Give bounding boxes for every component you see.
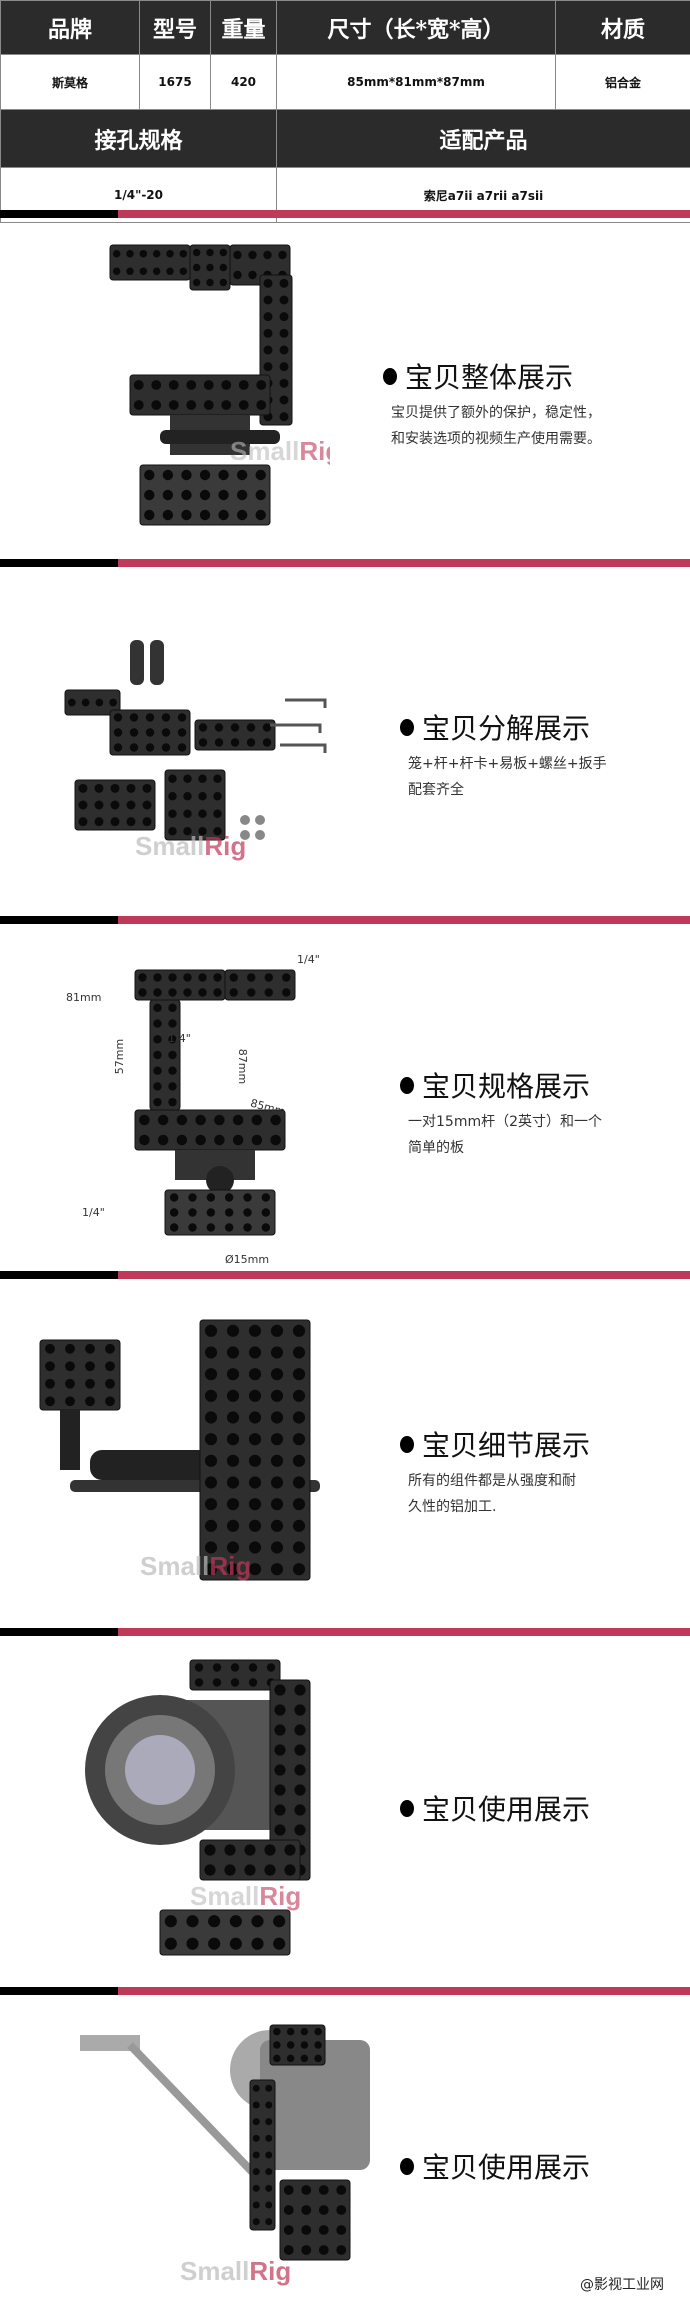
product-image-detail: SmallRig <box>30 1300 360 1610</box>
product-image-overall: SmallRig <box>100 235 330 545</box>
spec-table: 品牌 型号 重量 尺寸（长*宽*高） 材质 斯莫格 1675 420 85mm*… <box>0 0 690 223</box>
bullet-icon <box>400 719 414 736</box>
header-brand: 品牌 <box>1 1 140 55</box>
spec-header-row-2: 接孔规格 适配产品 <box>1 110 690 168</box>
section-title: 宝贝整体展示 <box>405 356 573 396</box>
bullet-icon <box>400 1436 414 1453</box>
product-illustration: SmallRig <box>100 235 330 545</box>
product-illustration: SmallRig <box>60 2020 380 2300</box>
annotation-inner-height: 57mm <box>113 1039 126 1074</box>
section-divider <box>0 916 690 924</box>
section-divider <box>0 559 690 567</box>
product-image-parts: SmallRig <box>55 630 355 870</box>
section-title: 宝贝分解展示 <box>422 707 590 747</box>
annotation-height: 87mm <box>236 1049 249 1084</box>
header-material: 材质 <box>556 1 690 55</box>
section-divider <box>0 210 690 218</box>
section-usage-2: 宝贝使用展示 <box>400 2146 590 2186</box>
product-illustration: SmallRig <box>70 1650 340 1970</box>
product-image-spec <box>95 950 315 1250</box>
bullet-icon <box>400 2158 414 2175</box>
svg-text:SmallRig: SmallRig <box>135 831 246 861</box>
annotation-thread-mid: 1/4" <box>168 1032 191 1045</box>
annotation-thread-top: 1/4" <box>297 953 320 966</box>
value-brand: 斯莫格 <box>1 55 140 110</box>
product-image-usage-rig: SmallRig <box>60 2020 380 2300</box>
svg-text:SmallRig: SmallRig <box>230 436 330 466</box>
spec-header-row: 品牌 型号 重量 尺寸（长*宽*高） 材质 <box>1 1 690 55</box>
bullet-icon <box>383 368 397 385</box>
section-desc-line: 所有的组件都是从强度和耐 <box>408 1468 590 1494</box>
section-desc-line: 配套齐全 <box>408 777 607 803</box>
product-illustration: SmallRig <box>55 630 355 870</box>
header-compatible: 适配产品 <box>277 110 690 168</box>
section-divider <box>0 1271 690 1279</box>
svg-text:SmallRig: SmallRig <box>190 1881 301 1911</box>
section-desc-line: 笼+杆+杆卡+易板+螺丝+扳手 <box>408 751 607 777</box>
product-image-usage: SmallRig <box>70 1650 340 1970</box>
header-size: 尺寸（长*宽*高） <box>277 1 556 55</box>
annotation-width: 81mm <box>66 991 101 1004</box>
header-weight: 重量 <box>211 1 277 55</box>
section-parts: 宝贝分解展示 笼+杆+杆卡+易板+螺丝+扳手配套齐全 <box>400 707 607 803</box>
header-model: 型号 <box>140 1 211 55</box>
section-desc-line: 宝贝提供了额外的保护，稳定性， <box>391 400 601 426</box>
product-illustration <box>95 950 315 1250</box>
section-desc-line: 久性的铝加工. <box>408 1494 590 1520</box>
section-detail: 宝贝细节展示 所有的组件都是从强度和耐久性的铝加工. <box>400 1424 590 1520</box>
section-desc-line: 和安装选项的视频生产使用需要。 <box>391 426 601 452</box>
section-spec: 宝贝规格展示 一对15mm杆（2英寸）和一个简单的板 <box>400 1065 602 1161</box>
bullet-icon <box>400 1800 414 1817</box>
section-divider <box>0 1987 690 1995</box>
product-illustration: SmallRig <box>30 1300 360 1610</box>
section-title: 宝贝使用展示 <box>422 2146 590 2186</box>
section-divider <box>0 1628 690 1636</box>
section-title: 宝贝使用展示 <box>422 1788 590 1828</box>
header-thread: 接孔规格 <box>1 110 277 168</box>
bullet-icon <box>400 1077 414 1094</box>
svg-text:SmallRig: SmallRig <box>140 1551 251 1581</box>
section-title: 宝贝规格展示 <box>422 1065 590 1105</box>
footer-credit: @影视工业网 <box>580 2274 664 2294</box>
annotation-thread-bottom: 1/4" <box>82 1206 105 1219</box>
section-desc-line: 一对15mm杆（2英寸）和一个 <box>408 1109 602 1135</box>
value-model: 1675 <box>140 55 211 110</box>
value-size: 85mm*81mm*87mm <box>277 55 556 110</box>
value-weight: 420 <box>211 55 277 110</box>
section-title: 宝贝细节展示 <box>422 1424 590 1464</box>
section-desc-line: 简单的板 <box>408 1135 602 1161</box>
annotation-rod: Ø15mm <box>225 1253 269 1266</box>
svg-text:SmallRig: SmallRig <box>180 2256 291 2286</box>
section-overall: 宝贝整体展示 宝贝提供了额外的保护，稳定性，和安装选项的视频生产使用需要。 <box>383 356 601 452</box>
value-material: 铝合金 <box>556 55 690 110</box>
spec-value-row: 斯莫格 1675 420 85mm*81mm*87mm 铝合金 <box>1 55 690 110</box>
section-usage: 宝贝使用展示 <box>400 1788 590 1828</box>
